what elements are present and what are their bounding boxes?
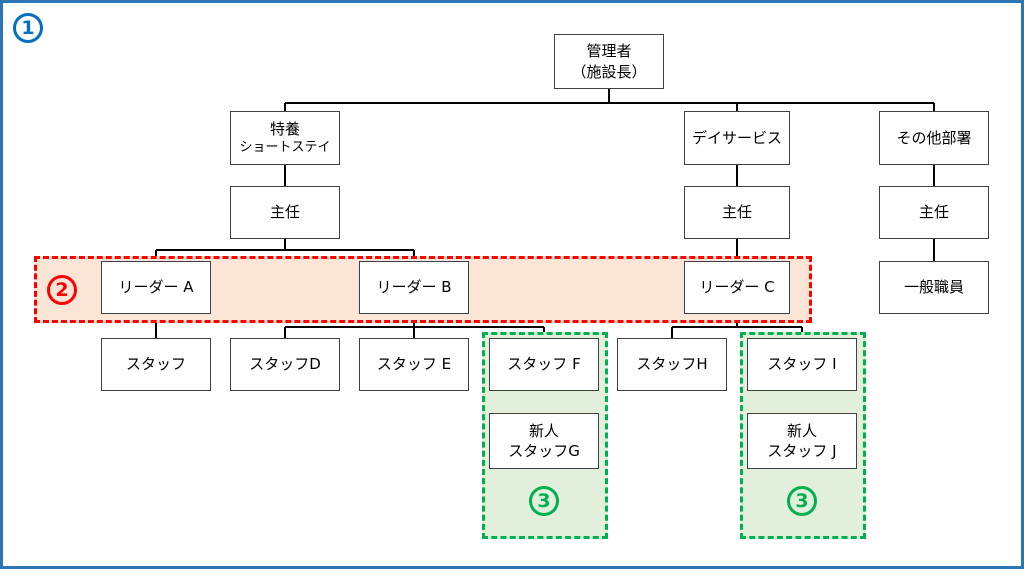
node-chief: 主任 [230,186,340,239]
node-title: 新人 [528,421,559,440]
node-staff-f: スタッフ F [489,338,599,391]
node-title: デイサービス [691,128,782,147]
node-title: 管理者 [586,42,632,61]
node-leader-a: リーダー A [101,261,211,314]
node-staff-g: 新人 スタッフG [489,413,599,469]
node-staff: スタッフ [101,338,211,391]
node-title: 主任 [918,203,949,222]
node-chief: 主任 [879,186,989,239]
node-subtitle: スタッフG [508,442,580,460]
node-subtitle: スタッフ J [767,442,837,460]
node-admin: 管理者 （施設長） [554,34,664,89]
node-staff-h: スタッフH [617,338,727,391]
node-leader-b: リーダー B [359,261,469,314]
node-title: 主任 [721,203,752,222]
node-title: 新人 [786,421,817,440]
node-staff-j: 新人 スタッフ J [747,413,857,469]
node-title: リーダー A [118,278,194,297]
node-subtitle: （施設長） [571,62,647,81]
node-title: スタッフ F [507,355,581,374]
marker-3: 3 [787,486,817,516]
node-title: 一般職員 [903,278,964,297]
node-staff-e: スタッフ E [359,338,469,391]
node-title: その他部署 [896,128,972,147]
node-dayservice: デイサービス [684,111,790,165]
connector-lines [155,89,935,413]
node-title: スタッフD [249,355,321,374]
marker-1: 1 [13,13,43,43]
node-other-departments: その他部署 [879,111,989,165]
node-title: 主任 [269,203,300,222]
node-staff-i: スタッフ I [747,338,857,391]
node-title: リーダー B [376,278,452,297]
node-leader-c: リーダー C [684,261,790,314]
node-title: スタッフ I [767,355,837,374]
node-title: リーダー C [699,278,775,297]
node-general-staff: 一般職員 [879,261,989,314]
node-staff-d: スタッフD [230,338,340,391]
marker-3: 3 [529,486,559,516]
node-subtitle: ショートステイ [239,140,331,156]
marker-2: 2 [47,275,77,305]
node-title: スタッフ E [376,355,452,374]
node-chief: 主任 [684,186,790,239]
node-title: スタッフ [125,355,186,374]
node-title: 特養 [269,120,300,139]
node-title: スタッフH [636,355,708,374]
node-tokuyo: 特養 ショートステイ [230,111,340,165]
